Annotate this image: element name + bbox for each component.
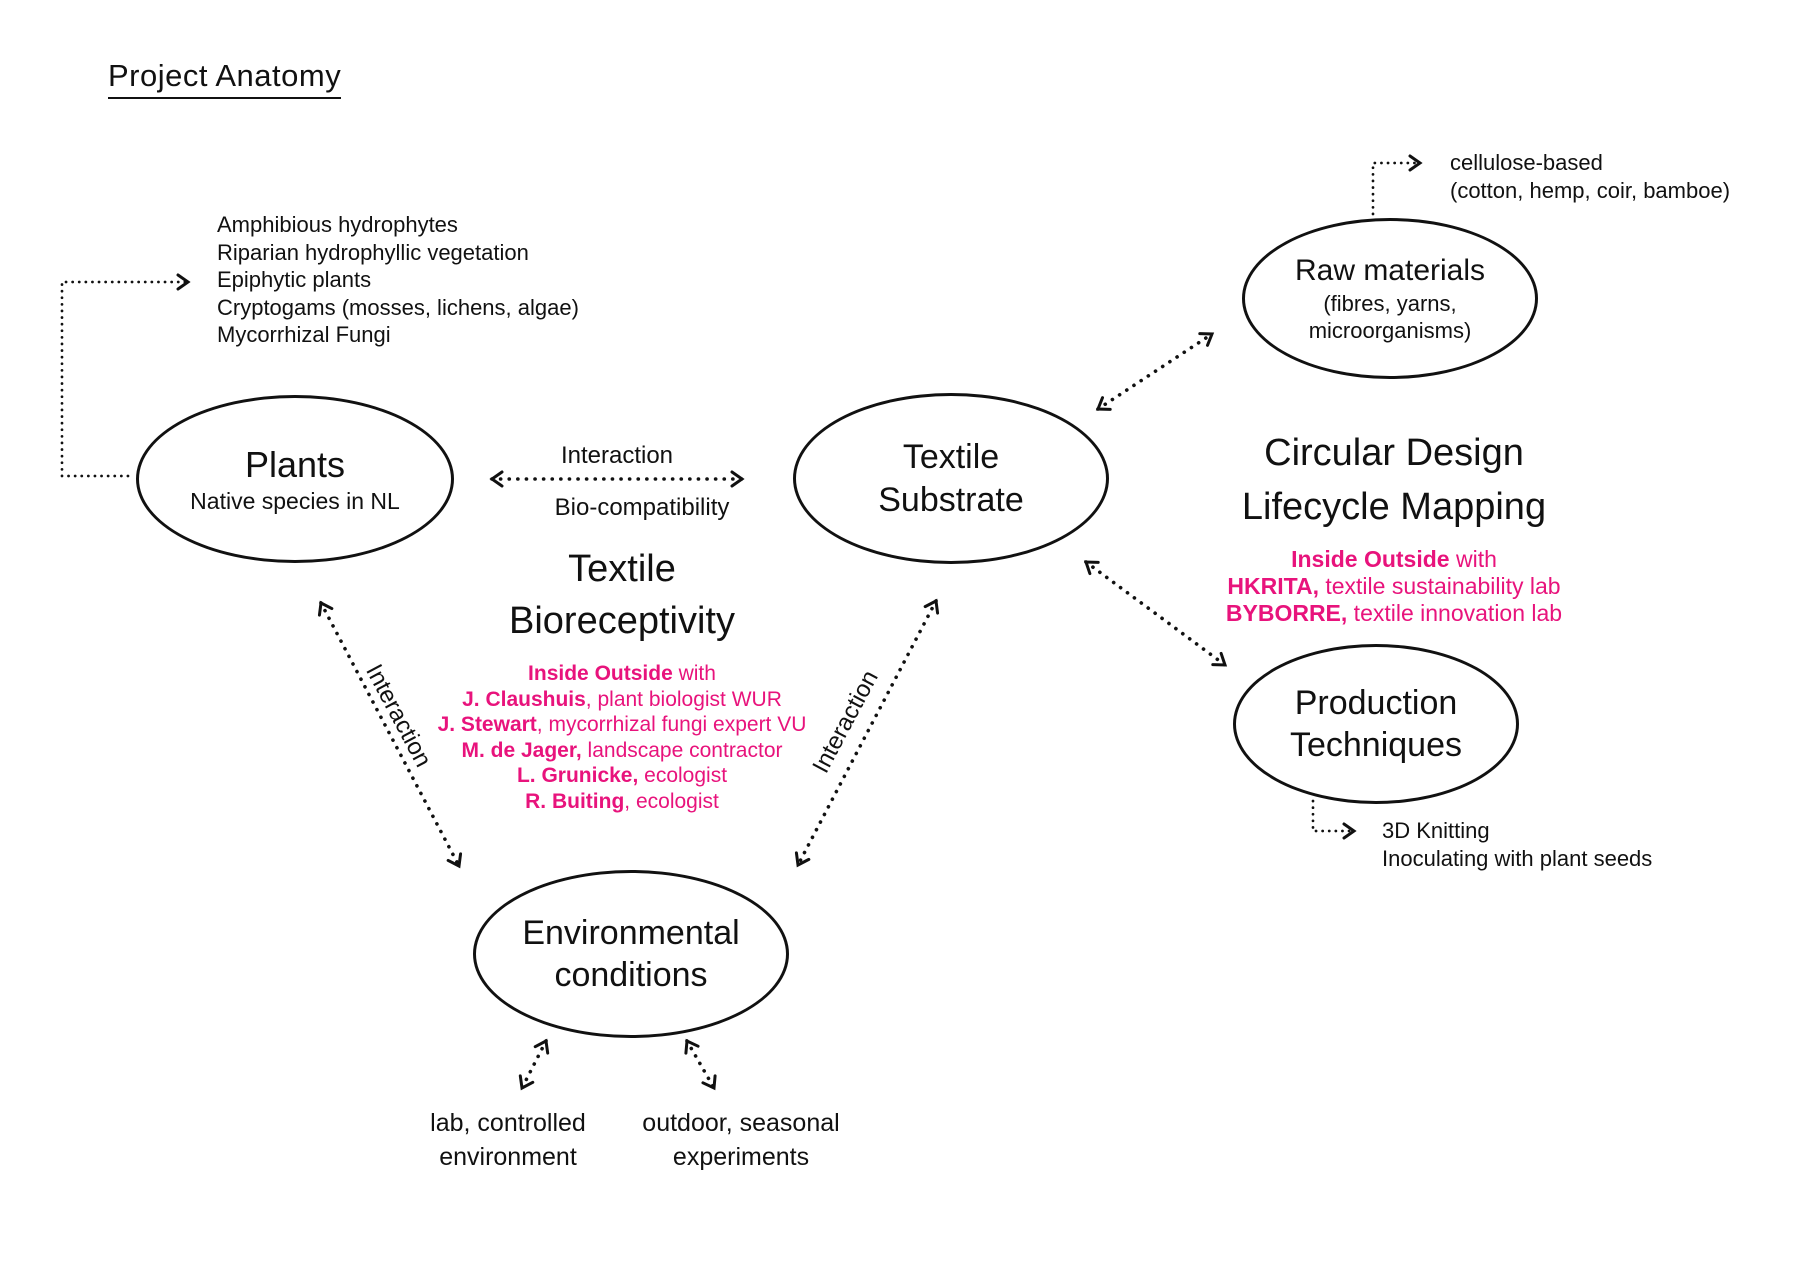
textile-substrate-node: Textile Substrate: [793, 393, 1109, 564]
environmental-conditions-node: Environmental conditions: [473, 870, 789, 1038]
node-subtitle: (fibres, yarns,: [1323, 290, 1457, 316]
node-title: Environmental: [522, 913, 740, 952]
note-line: outdoor, seasonal: [642, 1109, 840, 1137]
environment-lab-arrow: [518, 1038, 550, 1091]
env-outdoor-note: outdoor, seasonal experiments: [642, 1106, 839, 1174]
note-line: experiments: [672, 1143, 810, 1171]
plant-species-list: Amphibious hydrophytes Riparian hydrophy…: [217, 211, 579, 349]
note-line: cellulose-based: [1450, 150, 1603, 175]
node-title: Substrate: [878, 480, 1024, 519]
project-title: Bioreceptivity: [509, 600, 735, 642]
team-member: M. de Jager, landscape contractor: [461, 738, 783, 762]
project-title: Circular Design: [1264, 432, 1524, 474]
list-item: Cryptogams (mosses, lichens, algae): [217, 294, 579, 320]
plants-node: Plants Native species in NL: [136, 395, 454, 563]
raw-materials-node: Raw materials (fibres, yarns, microorgan…: [1242, 218, 1538, 379]
list-item: Amphibious hydrophytes: [217, 212, 458, 237]
node-title: Textile: [902, 438, 1000, 476]
note-line: lab, controlled: [430, 1109, 586, 1137]
list-item: Mycorrhizal Fungi: [217, 322, 391, 347]
team-member: J. Claushuis, plant biologist WUR: [462, 687, 782, 711]
project-team-list: Inside Outside with HKRITA, textile sust…: [1226, 546, 1562, 627]
list-item: Epiphytic plants: [217, 267, 372, 292]
node-subtitle: Native species in NL: [190, 488, 400, 515]
node-title: Raw materials: [1294, 254, 1486, 288]
env-lab-note: lab, controlled environment: [430, 1106, 586, 1174]
list-item: Riparian hydrophyllic vegetation: [217, 239, 529, 265]
bioreceptivity-project: Textile Bioreceptivity Inside Outside wi…: [438, 543, 807, 814]
production-techniques-node: Production Techniques: [1233, 644, 1519, 804]
node-title: Production: [1294, 683, 1458, 722]
project-title: Textile: [568, 548, 676, 590]
lifecycle-project: Circular Design Lifecycle Mapping Inside…: [1226, 426, 1562, 627]
note-line: Inoculating with plant seeds: [1382, 846, 1653, 871]
production-note-connector: [1311, 799, 1357, 840]
textile-raw-materials-arrow: [1095, 332, 1215, 411]
textile-environment-arrow: [794, 598, 940, 868]
team-member: HKRITA, textile sustainability lab: [1227, 573, 1561, 599]
raw-materials-note: cellulose-based (cotton, hemp, coir, bam…: [1450, 149, 1730, 205]
environment-outdoor-arrow: [684, 1038, 717, 1091]
raw-materials-note-connector: [1371, 154, 1423, 216]
team-member: Inside Outside with: [1291, 546, 1497, 572]
team-member: R. Buiting, ecologist: [525, 789, 719, 813]
node-title: Plants: [244, 444, 346, 486]
note-line: environment: [439, 1143, 577, 1171]
node-title: conditions: [554, 956, 708, 994]
team-member: Inside Outside with: [528, 662, 716, 685]
project-team-list: Inside Outside with J. Claushuis, plant …: [438, 661, 807, 814]
bio-compatibility-label: Bio-compatibility: [554, 494, 730, 521]
project-title: Lifecycle Mapping: [1241, 486, 1547, 528]
node-subtitle: microorganisms): [1308, 318, 1472, 344]
team-member: L. Grunicke, ecologist: [516, 764, 728, 787]
production-note: 3D Knitting Inoculating with plant seeds: [1382, 817, 1652, 873]
species-list-connector: [60, 273, 191, 478]
note-line: (cotton, hemp, coir, bamboe): [1450, 178, 1731, 203]
team-member: BYBORRE, textile innovation lab: [1225, 600, 1563, 626]
note-line: 3D Knitting: [1382, 818, 1490, 843]
textile-production-arrow: [1083, 560, 1228, 667]
page-title: Project Anatomy: [108, 58, 342, 99]
team-member: J. Stewart, mycorrhizal fungi expert VU: [437, 713, 807, 736]
node-title: Techniques: [1289, 726, 1462, 764]
interaction-label: Interaction: [560, 442, 674, 469]
